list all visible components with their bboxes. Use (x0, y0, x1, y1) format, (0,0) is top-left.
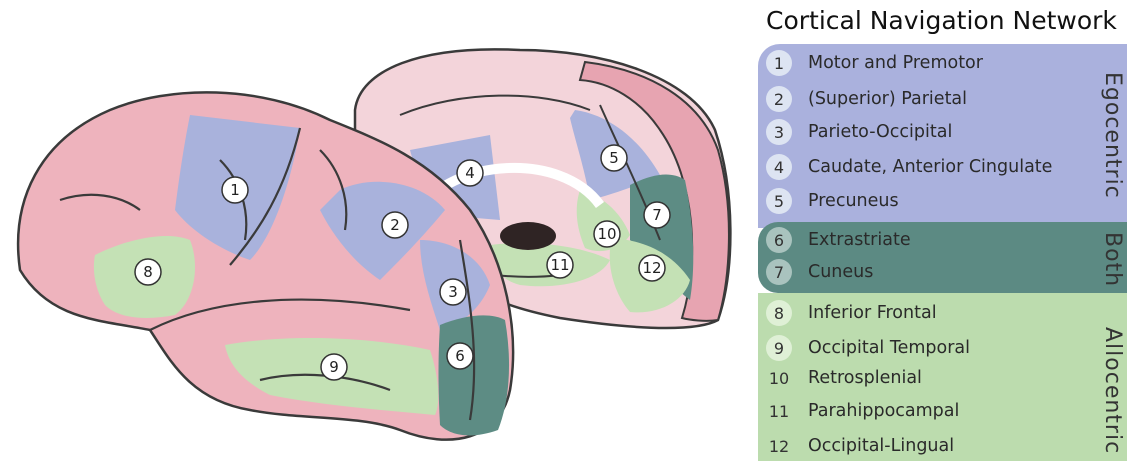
legend-item: 6 Extrastriate (766, 225, 911, 255)
marker-label-1: 1 (230, 181, 240, 199)
legend-item: 2 (Superior) Parietal (766, 84, 967, 114)
marker-label-4: 4 (465, 164, 475, 182)
marker-label-2: 2 (390, 216, 400, 234)
legend-item: 4 Caudate, Anterior Cingulate (766, 152, 1052, 182)
legend-number-badge: 4 (766, 154, 792, 180)
legend-item-label: Parahippocampal (808, 401, 959, 421)
legend-number-badge: 5 (766, 188, 792, 214)
marker-label-5: 5 (609, 149, 619, 167)
legend-item: 3 Parieto-Occipital (766, 117, 952, 147)
legend-item: 10 Retrosplenial (766, 363, 922, 393)
marker-label-8: 8 (143, 263, 153, 281)
legend-item-label: (Superior) Parietal (808, 89, 967, 109)
marker-label-12: 12 (642, 259, 661, 277)
legend-item-label: Precuneus (808, 191, 899, 211)
marker-label-7: 7 (652, 206, 662, 224)
brain-illustration: 123456789101112 (0, 0, 750, 461)
legend-number-badge: 1 (766, 50, 792, 76)
group-label-egocentric: Egocentric (1100, 72, 1125, 199)
legend-item: 7 Cuneus (766, 257, 873, 287)
legend-number-badge: 12 (766, 433, 792, 459)
legend-item-label: Motor and Premotor (808, 53, 983, 73)
legend-item-label: Inferior Frontal (808, 303, 937, 323)
legend-number-badge: 7 (766, 259, 792, 285)
legend-number-badge: 2 (766, 86, 792, 112)
legend-item-label: Parieto-Occipital (808, 122, 952, 142)
legend-number-badge: 6 (766, 227, 792, 253)
marker-label-3: 3 (448, 283, 458, 301)
legend-item: 8 Inferior Frontal (766, 298, 937, 328)
legend-number-badge: 10 (766, 365, 792, 391)
legend-number-badge: 8 (766, 300, 792, 326)
legend-item: 9 Occipital Temporal (766, 333, 970, 363)
marker-label-11: 11 (550, 256, 569, 274)
legend-item-label: Extrastriate (808, 230, 911, 250)
legend-number-badge: 9 (766, 335, 792, 361)
marker-label-6: 6 (455, 347, 465, 365)
legend-item-label: Retrosplenial (808, 368, 922, 388)
legend-item: 12 Occipital-Lingual (766, 431, 954, 461)
legend-number-badge: 11 (766, 398, 792, 424)
legend-item: 1 Motor and Premotor (766, 48, 983, 78)
legend-number-badge: 3 (766, 119, 792, 145)
group-label-allocentric: Allocentric (1100, 327, 1125, 454)
legend-item-label: Caudate, Anterior Cingulate (808, 157, 1052, 177)
legend-item: 11 Parahippocampal (766, 396, 959, 426)
legend-item-label: Occipital Temporal (808, 338, 970, 358)
ventricle (500, 222, 556, 250)
legend-item: 5 Precuneus (766, 186, 899, 216)
legend-item-label: Occipital-Lingual (808, 436, 954, 456)
legend-title: Cortical Navigation Network (766, 6, 1126, 35)
marker-label-10: 10 (597, 225, 616, 243)
marker-label-9: 9 (329, 358, 339, 376)
group-label-both: Both (1100, 232, 1125, 287)
legend-item-label: Cuneus (808, 262, 873, 282)
